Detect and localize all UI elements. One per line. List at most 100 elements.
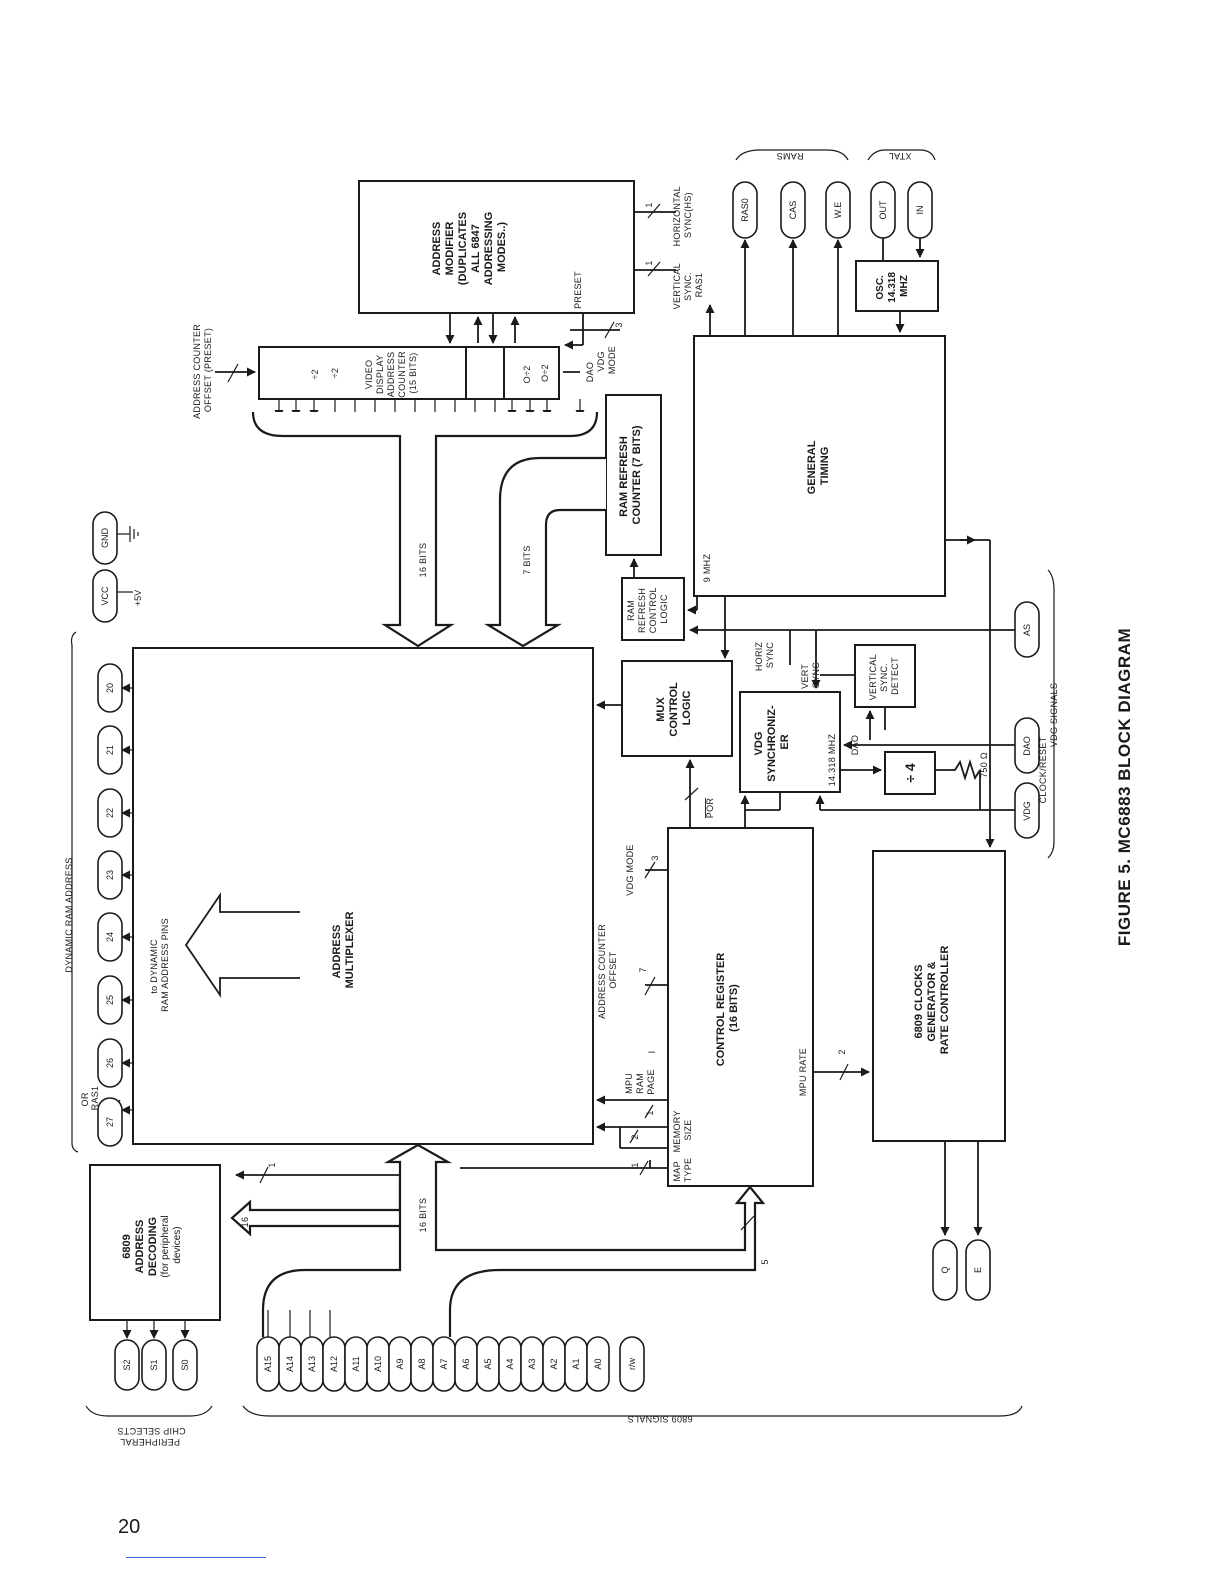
vert-sync-label: VERT SYNC xyxy=(800,661,821,689)
count-label: 2 xyxy=(837,1049,847,1054)
block-labels: ADDRESS MULTIPLEXER to DYNAMIC RAM ADDRE… xyxy=(121,212,951,1278)
address-counter-offset-label: ADDRESS COUNTER OFFSET xyxy=(597,921,618,1019)
vcc-volts-label: +5V xyxy=(133,590,143,606)
address-pin-label: A15 xyxy=(263,1356,273,1372)
as-pin-label: AS xyxy=(1022,624,1032,636)
chip-select-label: S1 xyxy=(149,1359,159,1370)
address-pin-label: A4 xyxy=(505,1358,515,1369)
cas-pin-label: CAS xyxy=(788,201,798,220)
dram-pin xyxy=(97,725,123,775)
ram-refresh-control-block xyxy=(621,577,685,641)
vertical-sync-label: VERTICAL SYNC. RAS1 xyxy=(672,261,704,310)
dram-pins: 20 21 22 23 24 25 26 27 xyxy=(97,663,123,1147)
dram-pin xyxy=(97,850,123,900)
out-pin-label: OUT xyxy=(878,200,888,220)
dram-pin-label: 22 xyxy=(105,808,115,818)
memory-size-label: MEMORY SIZE xyxy=(672,1108,693,1153)
vdg-mode-label: VDG MODE xyxy=(625,844,635,895)
chip-select-label: S0 xyxy=(180,1359,190,1370)
count-label: 2 xyxy=(630,1134,640,1139)
video-counter-mid-block xyxy=(465,346,505,400)
vertical-sync-detect-label: VERTICAL SYNC. DETECT xyxy=(868,652,900,701)
chip-select-pin xyxy=(172,1339,198,1391)
address-pin-label: A3 xyxy=(527,1358,537,1369)
address-pin-label: A8 xyxy=(417,1358,427,1369)
clock-reset-label: CLOCK/RESET xyxy=(1038,736,1048,803)
gnd-label: GND xyxy=(100,528,110,549)
count-label: 1 xyxy=(267,1162,277,1167)
bits7-label: 7 BITS xyxy=(522,545,532,574)
dao-pin-label: DAO xyxy=(1022,736,1032,756)
or-ras1-label: OR RAS1 xyxy=(80,1086,100,1111)
dram-pin-label: 26 xyxy=(105,1058,115,1068)
as-pin xyxy=(1014,601,1040,658)
figure-title: FIGURE 5. MC6883 BLOCK DIAGRAM xyxy=(1115,628,1134,946)
address-pin xyxy=(586,1336,610,1392)
peripheral-chip-selects-label: CHIP SELECTS PERIPHERAL xyxy=(114,1426,185,1447)
video-counter-block xyxy=(258,346,467,400)
address-multiplexer-label: ADDRESS MULTIPLEXER xyxy=(331,912,356,989)
address-pin-label: A14 xyxy=(285,1356,295,1372)
count-label: 7 xyxy=(638,967,648,972)
address-decoding-label: 6809 ADDRESS DECODING (for peripheral de… xyxy=(121,1212,183,1277)
brace-lines xyxy=(70,149,1055,1417)
address-pin-label: A10 xyxy=(373,1356,383,1372)
ras0-pin-label: RAS0 xyxy=(740,198,750,222)
chip-select-pin xyxy=(114,1339,140,1391)
chip-select-label: S2 xyxy=(122,1359,132,1370)
dram-pin-label: 27 xyxy=(105,1117,115,1127)
dram-pin-label: 24 xyxy=(105,932,115,942)
dao-pin xyxy=(1014,717,1040,774)
gnd-pin xyxy=(92,511,118,565)
osc-label: OSC. 14.318 MHZ xyxy=(875,269,910,302)
vdg-synchronizer-label: VDG SYNCHRONIZ- ER xyxy=(753,702,791,781)
zero-divider-label: O÷2 O÷2 xyxy=(522,363,550,384)
rw-pin-label: r/w xyxy=(627,1358,637,1370)
dram-pin xyxy=(97,663,123,713)
divide-by-four-label: ÷ 4 xyxy=(902,763,918,783)
in-pin xyxy=(907,181,933,239)
por-label: POR xyxy=(705,798,715,819)
signals-6809-label: 6809 SIGNALS xyxy=(627,1414,692,1424)
video-counter-label: VIDEO DISPLAY ADDRESS COUNTER (15 BITS) xyxy=(364,348,418,397)
address-counter-preset-label: ADDRESS COUNTER OFFSET (PRESET) xyxy=(192,321,213,419)
horizontal-sync-label: HORIZONTAL SYNC(HS) xyxy=(672,184,693,247)
footer-rule xyxy=(126,1557,266,1558)
count-label: 3 xyxy=(650,855,660,860)
bits16-label: 16 BITS xyxy=(418,543,428,578)
address-modifier-block xyxy=(358,180,635,314)
wires xyxy=(107,203,1020,1339)
control-register-block xyxy=(667,827,814,1187)
cas-pin xyxy=(780,181,806,239)
out-pin xyxy=(870,181,896,239)
dram-pin xyxy=(97,1097,123,1147)
dram-pin xyxy=(97,912,123,962)
bits16-bottom-label: 16 BITS xyxy=(418,1198,428,1233)
address-decoding-block xyxy=(89,1164,221,1321)
page-number: 20 xyxy=(118,1516,141,1538)
vdg-pin xyxy=(1014,782,1040,839)
chip-select-pins: S2 S1 S0 xyxy=(114,1339,198,1391)
vdg-mode-top-label: VDG MODE xyxy=(596,346,617,374)
we-pin xyxy=(825,181,851,239)
address-pin-label: A12 xyxy=(329,1356,339,1372)
ram-pins: RAS0 CAS W.E OUT IN xyxy=(732,181,933,239)
mhz9-label: 9 MHZ xyxy=(702,554,712,583)
general-timing-block xyxy=(693,335,946,597)
horiz-sync-label: HORIZ SYNC xyxy=(754,639,775,671)
address-pin-label: A2 xyxy=(549,1358,559,1369)
control-register-label: CONTROL REGISTER (16 BITS) xyxy=(715,950,740,1067)
dram-pin-label: 20 xyxy=(105,683,115,693)
dram-pin xyxy=(97,788,123,838)
dram-pin-label: 23 xyxy=(105,870,115,880)
dram-pin-label: 25 xyxy=(105,995,115,1005)
ram-refresh-control-label: RAM REFRESH CONTROL LOGIC xyxy=(626,585,669,634)
ras0-pin xyxy=(732,181,758,239)
address-pin-label: A5 xyxy=(483,1358,493,1369)
q-pin-label: Q xyxy=(940,1266,950,1273)
count-label: 1 xyxy=(630,1162,640,1167)
rams-label: RAMS xyxy=(776,151,803,161)
ohm750-label: 750 Ω xyxy=(979,752,989,778)
xtal-label: XTAL xyxy=(888,151,911,161)
osc-block xyxy=(855,260,939,312)
